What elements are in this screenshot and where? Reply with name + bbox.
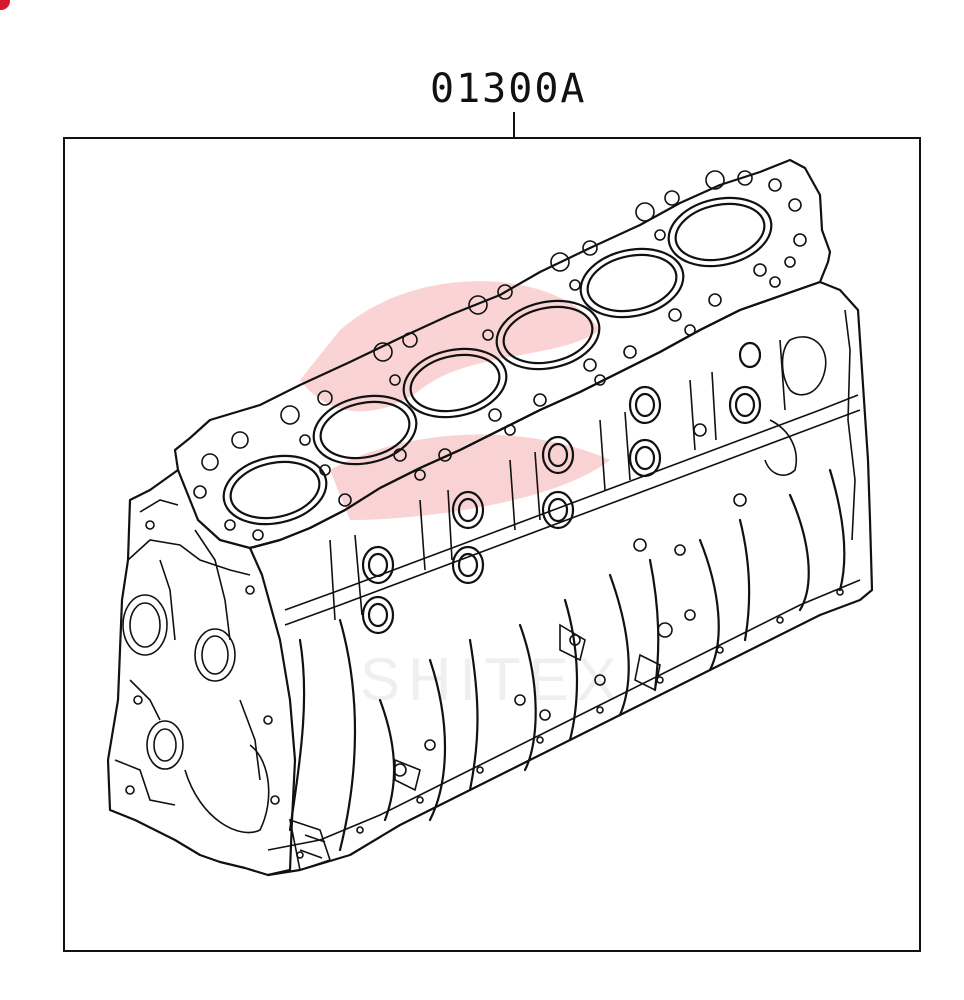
deck-holes	[193, 170, 807, 541]
part-number-label: 01300A	[430, 66, 587, 112]
side-face-outline	[248, 280, 874, 877]
svg-text:SHITEX: SHITEX	[360, 646, 625, 713]
front-face-outline	[106, 468, 297, 877]
rail-bolts	[296, 588, 844, 859]
cylinder-bores	[222, 196, 773, 526]
rear-details	[288, 309, 856, 872]
illustration-frame	[63, 137, 921, 952]
side-ribs	[284, 339, 861, 626]
corner-badge	[0, 0, 10, 10]
front-face-details	[114, 520, 280, 834]
bearing-webs	[288, 468, 846, 852]
leader-line	[513, 112, 515, 138]
oil-pan-rail	[267, 579, 861, 851]
side-bosses	[361, 341, 762, 635]
